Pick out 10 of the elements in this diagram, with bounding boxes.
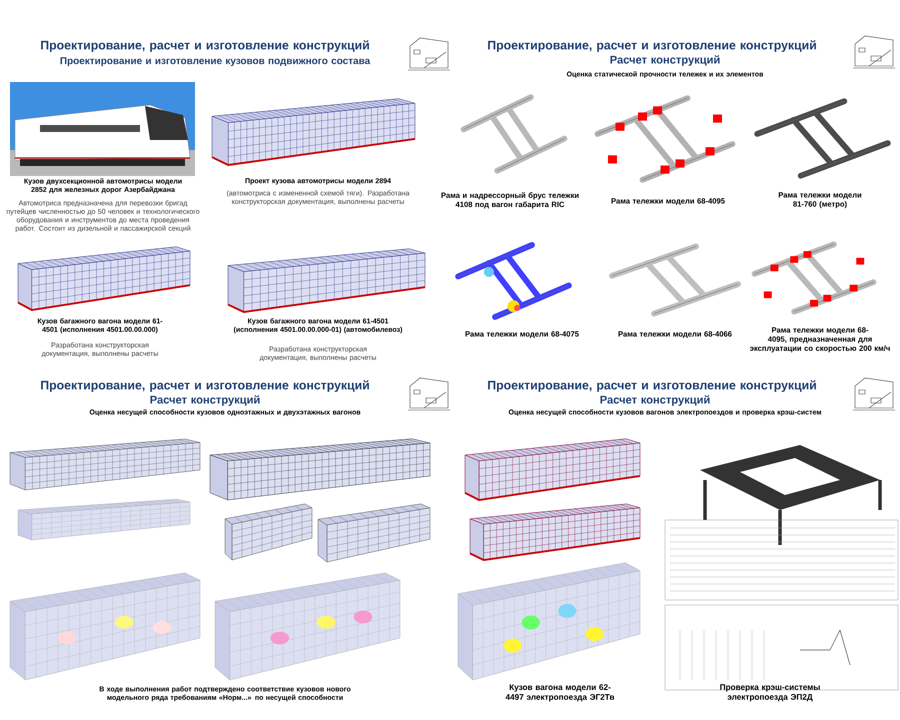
slide-heading: Проектирование, расчет и изготовление конструкций bbox=[488, 380, 816, 392]
slide-subheading: Проектирование и изготовление кузовов подвижного состава bbox=[60, 57, 370, 66]
slide-heading: Проектирование, расчет и изготовление конструкций bbox=[488, 40, 816, 52]
caption-title: Кузов вагона модели 62-4497 электропоезда ЭГ2Тв bbox=[506, 684, 614, 702]
slide-subheading: Расчет конструкций bbox=[610, 55, 720, 66]
slide-subheading: Расчет конструкций bbox=[600, 395, 710, 406]
slide-subheading: Расчет конструкций bbox=[150, 395, 260, 406]
slide-heading: Проектирование, расчет и изготовление конструкций bbox=[41, 380, 369, 392]
caption-title: Проверка крэш-системы электропоезда ЭП2Д bbox=[720, 684, 820, 702]
slide-heading: Проектирование, расчет и изготовление конструкций bbox=[41, 40, 369, 52]
